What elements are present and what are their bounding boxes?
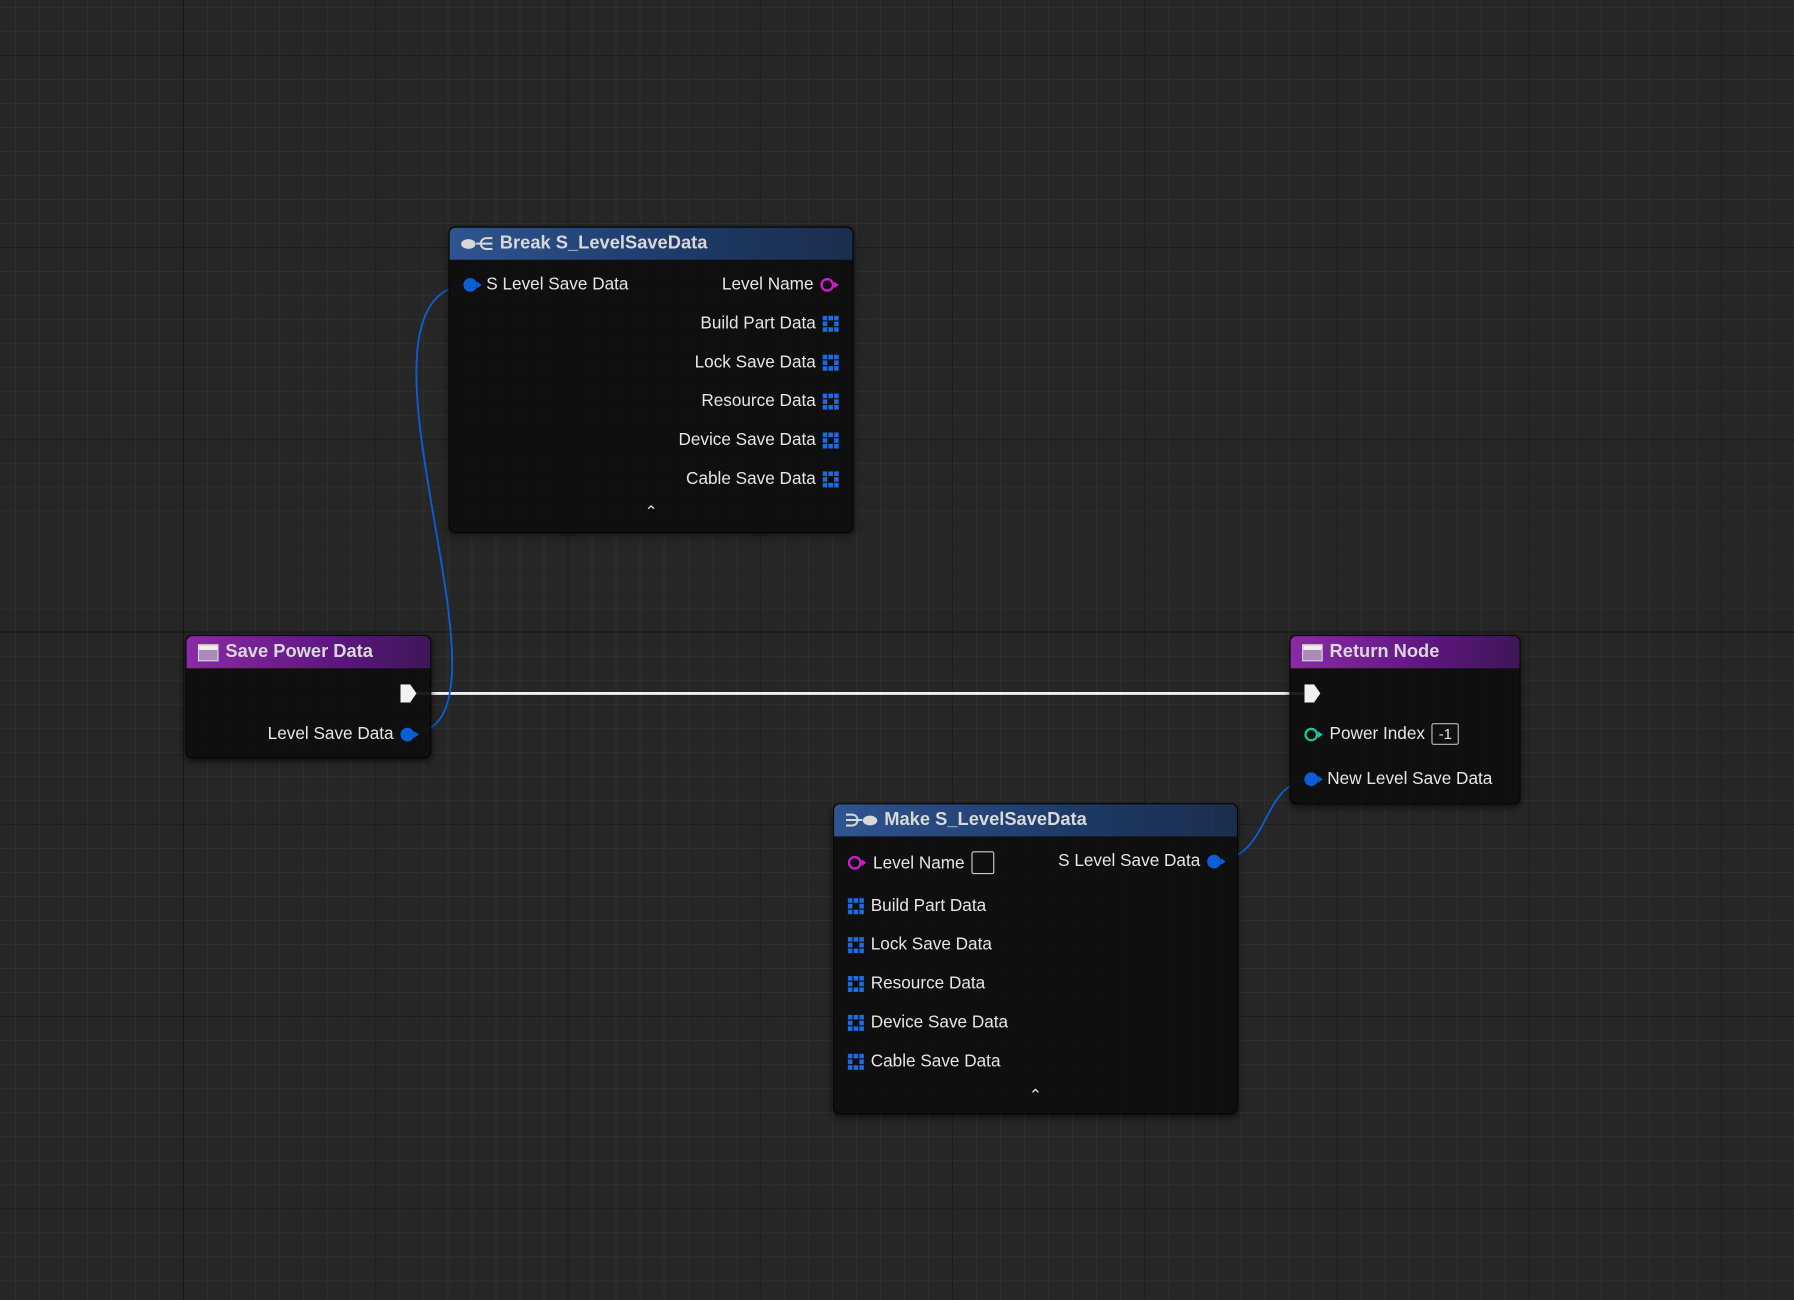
input-pin-build-part-data[interactable]: Build Part Data <box>847 895 987 916</box>
pin-label: Build Part Data <box>700 313 816 333</box>
pin-label: Level Save Data <box>267 724 394 744</box>
break-struct-icon: ⬬⋲ <box>461 234 493 255</box>
pin-label: Build Part Data <box>870 895 987 916</box>
array-pin-icon[interactable] <box>847 975 864 992</box>
node-header[interactable]: ⋺⬬ Make S_LevelSaveData <box>834 804 1237 837</box>
array-pin-icon[interactable] <box>847 897 864 914</box>
input-pin-s-level-save-data[interactable]: S Level Save Data <box>463 275 628 294</box>
output-pin-resource-data[interactable]: Resource Data <box>701 391 839 411</box>
input-pin-cable-save-data[interactable]: Cable Save Data <box>847 1051 1001 1071</box>
function-icon <box>1302 643 1323 661</box>
function-icon <box>197 643 219 661</box>
output-pin-level-name[interactable]: Level Name <box>722 275 839 294</box>
array-pin-icon[interactable] <box>847 1014 864 1031</box>
pin-label: S Level Save Data <box>486 274 629 295</box>
output-pin-level-save-data[interactable]: Level Save Data <box>267 724 419 744</box>
array-pin-icon[interactable] <box>822 393 839 410</box>
pin-label: Resource Data <box>701 391 816 411</box>
output-pin-lock-save-data[interactable]: Lock Save Data <box>694 352 839 372</box>
pin-label: Device Save Data <box>870 1012 1009 1033</box>
function-entry-node[interactable]: Save Power Data Level Save Data <box>185 635 432 759</box>
input-pin-device-save-data[interactable]: Device Save Data <box>847 1012 1009 1033</box>
array-pin-icon[interactable] <box>847 1053 864 1070</box>
exec-output-pin[interactable] <box>400 684 417 703</box>
output-pin-device-save-data[interactable]: Device Save Data <box>678 430 839 450</box>
pin-label: New Level Save Data <box>1327 768 1493 789</box>
pin-label: Resource Data <box>870 973 986 994</box>
string-pin-icon[interactable] <box>820 277 839 292</box>
struct-pin-icon[interactable] <box>1304 771 1323 786</box>
input-pin-level-name[interactable]: Level Name <box>847 851 995 875</box>
break-struct-node[interactable]: ⬬⋲ Break S_LevelSaveData S Level Save Dat… <box>448 226 854 534</box>
pin-label: S Level Save Data <box>1058 851 1201 871</box>
array-pin-icon[interactable] <box>822 315 839 332</box>
struct-pin-icon[interactable] <box>1207 854 1226 868</box>
power-index-input[interactable]: -1 <box>1431 723 1459 745</box>
exec-pin-icon[interactable] <box>400 684 417 703</box>
node-title: Make S_LevelSaveData <box>884 810 1087 830</box>
output-pin-cable-save-data[interactable]: Cable Save Data <box>686 469 839 489</box>
input-pin-lock-save-data[interactable]: Lock Save Data <box>847 934 992 955</box>
string-pin-icon[interactable] <box>847 855 867 870</box>
node-header[interactable]: Return Node <box>1290 636 1520 669</box>
input-pin-power-index[interactable]: Power Index -1 <box>1304 723 1459 745</box>
return-node[interactable]: Return Node Power Index -1 New Level Save… <box>1289 635 1521 805</box>
input-pin-new-level-save-data[interactable]: New Level Save Data <box>1304 769 1492 788</box>
array-pin-icon[interactable] <box>822 431 839 448</box>
pin-label: Power Index <box>1329 724 1425 744</box>
output-pin-s-level-save-data[interactable]: S Level Save Data <box>1058 851 1226 871</box>
pin-label: Device Save Data <box>678 430 816 450</box>
node-title: Save Power Data <box>225 641 373 662</box>
output-pin-build-part-data[interactable]: Build Part Data <box>700 313 839 333</box>
exec-pin-icon[interactable] <box>1304 684 1321 703</box>
node-header[interactable]: ⬬⋲ Break S_LevelSaveData <box>449 227 853 260</box>
pin-label: Level Name <box>873 853 965 873</box>
collapse-chevron-icon[interactable]: ⌃ <box>644 502 658 521</box>
make-struct-icon: ⋺⬬ <box>845 811 878 831</box>
collapse-chevron-icon[interactable]: ⌃ <box>1028 1085 1043 1105</box>
array-pin-icon[interactable] <box>822 354 839 371</box>
input-pin-resource-data[interactable]: Resource Data <box>847 973 986 994</box>
node-title: Return Node <box>1329 641 1440 662</box>
pin-label: Cable Save Data <box>686 469 816 489</box>
struct-pin-icon[interactable] <box>400 727 419 741</box>
make-struct-node[interactable]: ⋺⬬ Make S_LevelSaveData Level Name S Leve… <box>832 803 1239 1115</box>
int-pin-icon[interactable] <box>1304 727 1323 741</box>
array-pin-icon[interactable] <box>847 936 864 953</box>
pin-label: Lock Save Data <box>870 934 992 955</box>
node-header[interactable]: Save Power Data <box>186 636 431 669</box>
pin-label: Level Name <box>721 274 814 295</box>
array-pin-icon[interactable] <box>822 470 839 487</box>
pin-label: Cable Save Data <box>870 1051 1001 1071</box>
struct-pin-icon[interactable] <box>463 277 482 292</box>
node-title: Break S_LevelSaveData <box>499 233 708 253</box>
level-name-input[interactable] <box>971 851 995 875</box>
exec-input-pin[interactable] <box>1304 684 1321 703</box>
pin-label: Lock Save Data <box>694 352 816 372</box>
